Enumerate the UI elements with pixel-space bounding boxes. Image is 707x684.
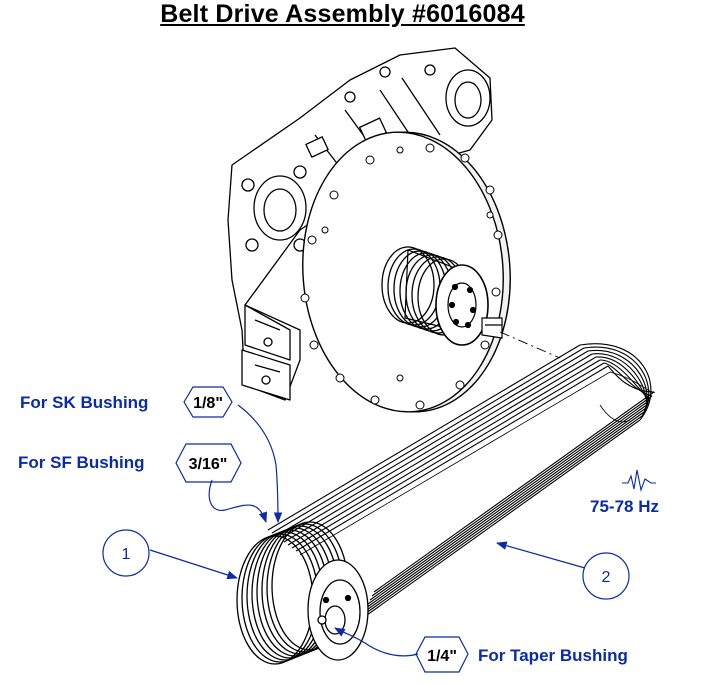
sf-size-label: 3/16" <box>189 456 228 473</box>
callout-2-number: 2 <box>602 569 611 586</box>
taper-leader-line <box>334 627 419 657</box>
callout-2-leader <box>495 541 586 569</box>
callout-2-circle <box>582 552 630 600</box>
belt-upper-run <box>267 344 609 552</box>
sk-size-hex <box>183 386 233 418</box>
sf-leader-line <box>208 479 268 524</box>
callout-1-leader <box>149 549 239 580</box>
frequency-label: 75-78 Hz <box>590 497 659 516</box>
page-title: Belt Drive Assembly #6016084 <box>160 0 525 28</box>
sk-bushing-label: For SK Bushing <box>20 393 148 412</box>
belt-right-loop <box>579 343 655 421</box>
annotations <box>102 386 656 673</box>
frequency-wave-icon <box>622 469 656 493</box>
taper-size-label: 1/4" <box>427 648 457 665</box>
sk-size-label: 1/8" <box>193 395 223 412</box>
drive-belt <box>267 343 656 621</box>
drive-pulley <box>381 246 503 346</box>
annotation-labels: For SK Bushing 1/8" For SF Bushing 3/16"… <box>18 393 659 665</box>
driven-pulley <box>236 521 369 665</box>
taper-size-hex <box>415 636 469 673</box>
callout-1-circle <box>102 529 150 577</box>
sf-size-hex <box>175 443 242 483</box>
center-line <box>499 331 561 359</box>
sf-bushing-label: For SF Bushing <box>18 453 145 472</box>
taper-bushing-label: For Taper Bushing <box>478 646 628 665</box>
sk-leader-line <box>237 404 283 524</box>
callout-1-number: 1 <box>122 546 131 563</box>
belt-lower-run <box>359 391 655 621</box>
